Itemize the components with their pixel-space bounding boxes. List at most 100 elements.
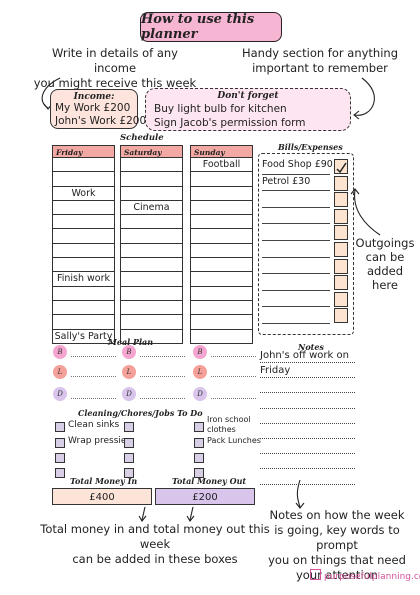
schedule-slot[interactable] — [190, 272, 253, 287]
schedule-slot[interactable] — [52, 200, 115, 216]
notes-line[interactable] — [260, 453, 355, 455]
bill-paid-checkbox[interactable] — [334, 242, 348, 257]
schedule-slot[interactable]: Work — [52, 186, 115, 201]
chore-checkbox[interactable] — [124, 422, 134, 432]
schedule-slot[interactable] — [120, 329, 183, 344]
schedule-slot[interactable] — [190, 243, 253, 259]
schedule-slot[interactable] — [52, 229, 115, 244]
money-in-value[interactable]: £400 — [52, 488, 152, 505]
schedule-slot[interactable]: Cinema — [120, 200, 183, 216]
notes-line[interactable] — [260, 377, 355, 379]
bill-paid-checkbox[interactable] — [334, 192, 348, 208]
chore-checkbox[interactable] — [194, 468, 204, 478]
notes-line[interactable] — [260, 362, 355, 363]
meal-entry-line[interactable] — [71, 398, 116, 399]
schedule-slot[interactable] — [190, 329, 253, 344]
bill-paid-checkbox[interactable] — [334, 291, 348, 307]
meal-entry-line[interactable] — [211, 356, 256, 357]
chore-checkbox[interactable] — [124, 438, 134, 448]
schedule-slot[interactable] — [190, 286, 253, 301]
bill-entry[interactable] — [262, 257, 330, 275]
schedule-slot[interactable] — [190, 315, 253, 330]
schedule-slot[interactable] — [190, 229, 253, 244]
bill-paid-checkbox[interactable] — [334, 175, 348, 191]
bill-paid-checkbox[interactable] — [334, 208, 348, 224]
bill-entry[interactable] — [262, 223, 330, 241]
schedule-slot[interactable] — [120, 186, 183, 201]
chore-checkbox[interactable] — [194, 438, 204, 448]
chore-label: Iron school clothes — [207, 415, 251, 434]
schedule-slot[interactable] — [52, 258, 115, 273]
bill-entry[interactable] — [262, 240, 330, 258]
bill-entry[interactable] — [262, 207, 330, 225]
notes-line[interactable] — [260, 438, 355, 439]
chore-checkbox[interactable] — [124, 453, 134, 463]
notes-line[interactable] — [260, 483, 355, 485]
chore-checkbox[interactable] — [194, 453, 204, 463]
money-in-heading: Total Money In — [70, 476, 138, 486]
schedule-slot[interactable] — [120, 243, 183, 259]
schedule-slot[interactable] — [52, 158, 115, 173]
chore-checkbox[interactable] — [55, 422, 65, 432]
schedule-slot[interactable] — [52, 286, 115, 301]
schedule-slot[interactable] — [120, 215, 183, 230]
schedule-slot[interactable] — [52, 172, 115, 187]
bill-entry[interactable]: Petrol £30 — [262, 174, 330, 192]
meal-entry-line[interactable] — [211, 376, 256, 377]
notes-line[interactable] — [260, 468, 355, 470]
schedule-slot[interactable]: Sally's Party — [52, 329, 115, 344]
meal-entry-line[interactable] — [71, 376, 116, 377]
chore-checkbox[interactable] — [55, 453, 65, 463]
bill-paid-checkbox[interactable] — [334, 275, 348, 291]
schedule-day-heading: Friday — [52, 145, 115, 158]
notes-text: John's off work on — [260, 350, 349, 361]
chore-checkbox[interactable] — [194, 422, 204, 432]
bill-entry[interactable] — [262, 306, 330, 324]
schedule-slot[interactable] — [52, 315, 115, 330]
meal-entry-line[interactable] — [211, 398, 256, 399]
schedule-slot[interactable] — [120, 286, 183, 301]
schedule-slot[interactable] — [190, 172, 253, 187]
meal-entry-line[interactable] — [140, 398, 185, 399]
schedule-slot[interactable] — [120, 258, 183, 273]
schedule-slot[interactable] — [190, 300, 253, 316]
chore-checkbox[interactable] — [124, 468, 134, 478]
bill-entry[interactable] — [262, 273, 330, 291]
schedule-slot[interactable] — [190, 258, 253, 273]
bill-paid-checkbox[interactable] — [334, 308, 348, 324]
meal-entry-line[interactable] — [140, 356, 185, 357]
bill-paid-checkbox[interactable] — [334, 225, 348, 241]
schedule-slot[interactable] — [120, 300, 183, 316]
notes-line[interactable] — [260, 392, 355, 394]
arrow-money-out — [189, 506, 194, 521]
schedule-slot[interactable] — [120, 158, 183, 173]
handy-annotation-line: Handy section for anything — [241, 46, 398, 60]
notes-line[interactable] — [260, 407, 355, 409]
schedule-slot[interactable] — [52, 243, 115, 259]
bill-paid-checkbox[interactable] — [334, 258, 348, 274]
outgoings-annotation: Outgoings can be added here — [355, 236, 415, 292]
schedule-slot[interactable] — [52, 300, 115, 316]
schedule-slot[interactable] — [120, 172, 183, 187]
schedule-slot[interactable]: Finish work — [52, 272, 115, 287]
check-icon — [336, 162, 347, 174]
schedule-slot[interactable] — [52, 215, 115, 230]
chore-checkbox[interactable] — [55, 468, 65, 478]
schedule-slot[interactable] — [120, 229, 183, 244]
schedule-slot[interactable] — [190, 215, 253, 230]
schedule-slot[interactable]: Football — [190, 158, 253, 173]
money-out-value[interactable]: £200 — [155, 488, 255, 505]
schedule-slot[interactable] — [190, 186, 253, 201]
schedule-slot[interactable] — [120, 315, 183, 330]
bill-paid-checkbox[interactable] — [334, 159, 348, 174]
bill-entry[interactable] — [262, 290, 330, 308]
schedule-slot[interactable] — [120, 272, 183, 287]
notes-line[interactable] — [260, 422, 355, 424]
meal-entry-line[interactable] — [71, 356, 116, 357]
bill-entry[interactable] — [262, 190, 330, 208]
bill-entry[interactable]: Food Shop £90 — [262, 157, 333, 175]
chore-checkbox[interactable] — [55, 438, 65, 448]
schedule-slot[interactable] — [190, 200, 253, 216]
meal-entry-line[interactable] — [140, 376, 185, 377]
chores-heading: Cleaning/Chores/Jobs To Do — [78, 408, 203, 418]
